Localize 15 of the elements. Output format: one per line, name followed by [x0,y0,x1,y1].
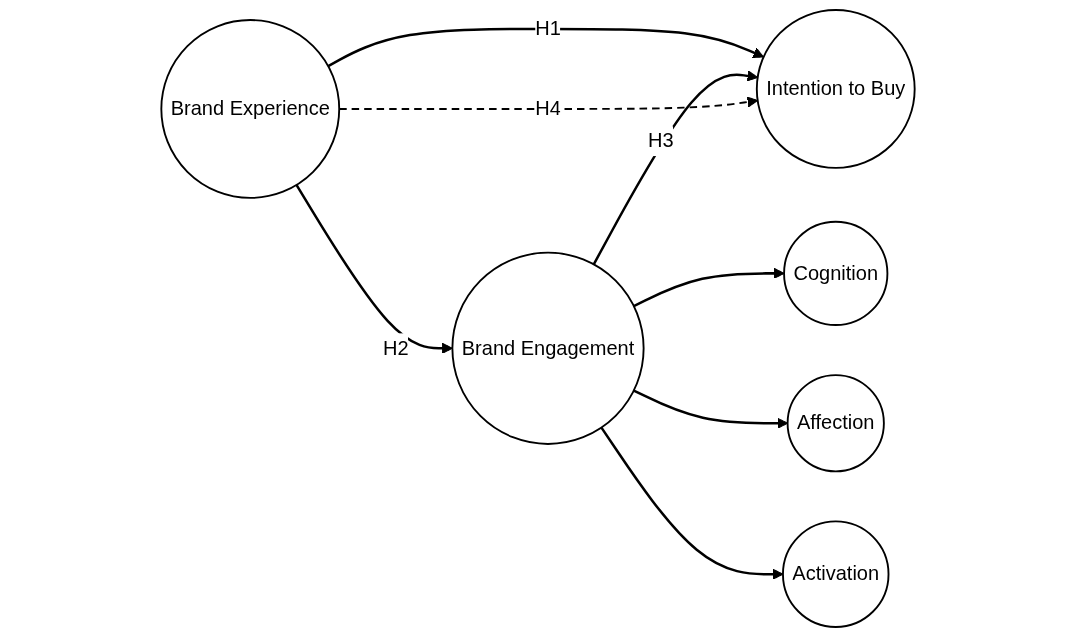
arrow [592,70,759,265]
node-circle: Activation [782,520,890,628]
edge-label: H4 [535,97,561,119]
edge-label: H2 [383,337,409,359]
node-circle: Intention to Buy [755,9,916,169]
arrow [633,267,785,308]
arrow [327,27,765,68]
node-circle: Brand Engagement [451,251,645,445]
node-circle: Brand Experience [160,19,341,199]
arrow [600,426,784,580]
edge-label: H3 [648,129,674,152]
edge-label: H1 [535,17,561,39]
node-circle: Affection [786,374,885,473]
arrow [295,184,453,354]
node-circle: Cognition [783,220,889,326]
